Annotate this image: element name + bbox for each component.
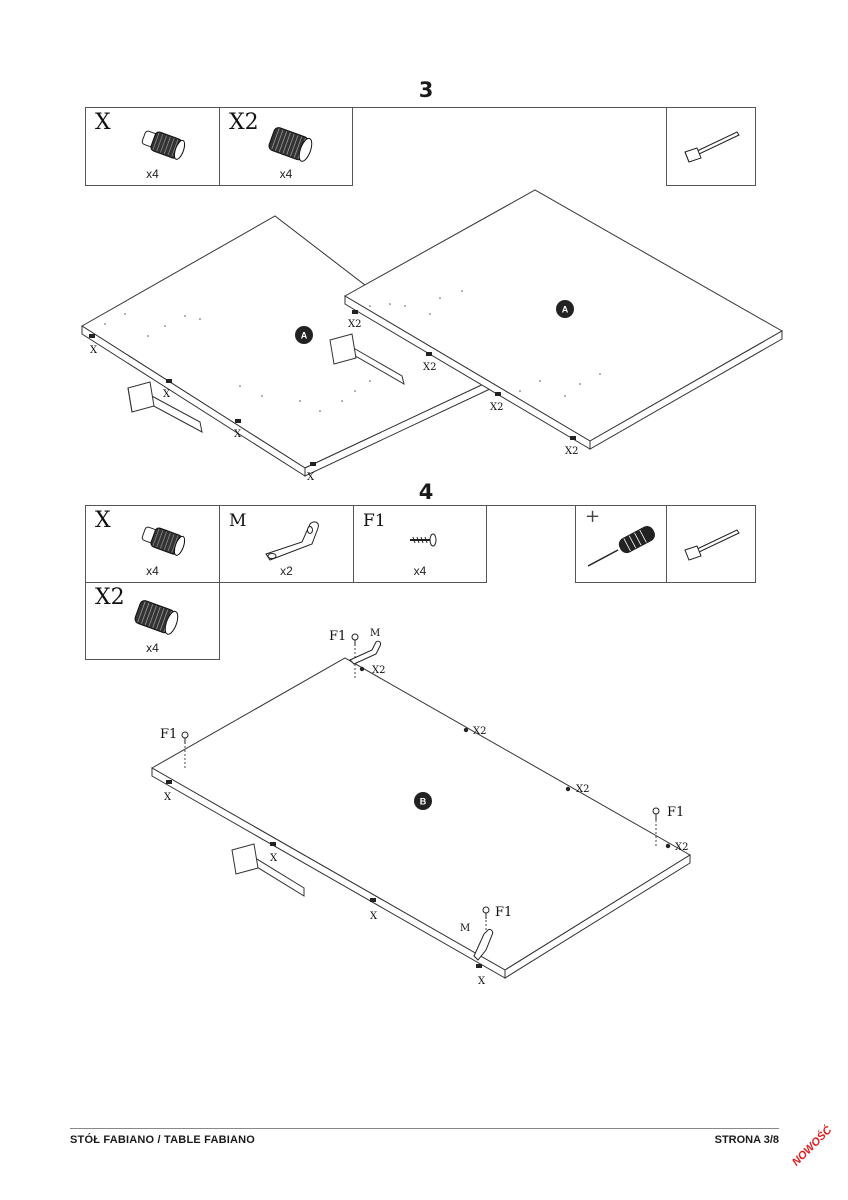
label-x: X: [164, 792, 172, 803]
hammer-icon: [127, 381, 203, 433]
dowel-x-mark: [235, 419, 241, 423]
label-x: X: [163, 389, 171, 400]
panel-b: [150, 657, 691, 979]
footer-title: STÓŁ FABIANO / TABLE FABIANO: [70, 1134, 256, 1146]
part-label: X: [95, 508, 111, 533]
dowel-x2-mark: [570, 436, 576, 440]
screw-f1-icon: [181, 731, 189, 744]
screw-f1-icon: [410, 533, 437, 547]
screw-f1-icon: [482, 906, 490, 919]
label-m: M: [460, 923, 470, 934]
panel-marker-b: [414, 792, 432, 810]
part-label: F1: [363, 511, 386, 531]
dowel-x2-icon: [134, 600, 179, 635]
dowel-x2-mark: [463, 727, 469, 733]
label-x: X: [234, 429, 242, 440]
dowel-x-mark: [476, 964, 482, 968]
hammer-icon: [684, 131, 740, 163]
footer-divider: [70, 1128, 779, 1129]
dowel-x-mark: [166, 379, 172, 383]
dowel-x2-mark: [565, 786, 571, 792]
label-x: X: [270, 853, 278, 864]
new-badge: NOWOŚĆ: [790, 1124, 835, 1169]
bracket-m-icon: [265, 521, 319, 561]
part-label: X: [95, 110, 111, 135]
screw-f1-icon: [351, 633, 359, 646]
part-box-x2: X2 x4: [85, 582, 220, 660]
part-box-x: X x4: [85, 107, 220, 186]
label-f1: F1: [495, 905, 512, 920]
dowel-x2-icon: [268, 127, 313, 162]
step-4-number: 4: [418, 480, 434, 504]
part-qty: x4: [279, 167, 293, 181]
dowel-x-icon: [141, 130, 186, 160]
dowel-x2-mark: [426, 352, 432, 356]
label-x: X: [478, 976, 486, 987]
label-f1: F1: [160, 727, 177, 742]
label-x2: X2: [576, 784, 589, 795]
label-x2: X2: [473, 726, 486, 737]
hammer-icon: [329, 333, 405, 386]
label-m: M: [370, 628, 380, 639]
step-3-divider: [85, 107, 756, 108]
label-x2: X2: [675, 842, 688, 853]
dowel-x-mark: [270, 842, 276, 846]
step-4-diagram: B X X X X X2 X2 X2 X2 F1 F: [150, 628, 691, 987]
hammer-icon: [231, 843, 305, 897]
label-x: X: [90, 345, 98, 356]
label-x2: X2: [490, 402, 503, 413]
part-qty: x4: [146, 167, 159, 181]
part-qty: x2: [280, 564, 293, 578]
dowel-x2-mark: [352, 310, 358, 314]
label-x2: X2: [372, 665, 385, 676]
panel-a-left: [81, 215, 491, 477]
panel-marker-a: [295, 326, 313, 344]
tool-box-hammer: [666, 505, 756, 583]
panel-marker-a-label: A: [301, 331, 308, 341]
screwdriver-icon: [587, 526, 655, 567]
screwdriver-symbol: +: [585, 506, 601, 527]
part-qty: x4: [146, 564, 159, 578]
footer-page-number: STRONA 3/8: [714, 1134, 779, 1146]
label-x2: X2: [423, 362, 436, 373]
label-f1: F1: [329, 629, 346, 644]
part-box-m: M x2: [219, 505, 354, 583]
part-box-x: X x4: [85, 505, 220, 583]
hammer-icon: [684, 529, 740, 561]
label-x: X: [307, 472, 315, 483]
dowel-x-mark: [166, 780, 172, 784]
part-label: M: [229, 511, 247, 531]
dowel-x2-mark: [495, 392, 501, 396]
label-x: X: [370, 911, 378, 922]
tool-box-hammer: [666, 107, 756, 186]
label-x2: X2: [348, 319, 361, 330]
part-label: X2: [229, 110, 259, 135]
dowel-x2-mark: [665, 843, 671, 849]
dowel-x2-mark: [359, 666, 365, 672]
part-qty: x4: [413, 564, 427, 578]
screw-f1-icon: [652, 807, 660, 820]
dowel-x-icon: [141, 526, 186, 556]
label-x2: X2: [565, 446, 578, 457]
label-f1: F1: [667, 805, 684, 820]
step-3-number: 3: [418, 78, 434, 102]
step-3-diagram: A A X X X X X2 X2 X2 X2: [81, 189, 784, 483]
panel-marker-a-label: A: [562, 305, 569, 315]
panel-marker-a: [556, 300, 574, 318]
dowel-x-mark: [89, 334, 95, 338]
tool-box-screwdriver: +: [575, 505, 667, 583]
part-qty: x4: [146, 641, 159, 655]
part-label: X2: [95, 585, 125, 610]
dowel-x-mark: [310, 462, 316, 466]
panel-marker-b-label: B: [420, 797, 427, 807]
bracket-m-icon: [473, 929, 494, 961]
part-box-x2: X2 x4: [219, 107, 353, 186]
dowel-x-mark: [370, 898, 376, 902]
bracket-m-icon: [349, 640, 381, 665]
part-box-f1: F1 x4: [353, 505, 487, 583]
